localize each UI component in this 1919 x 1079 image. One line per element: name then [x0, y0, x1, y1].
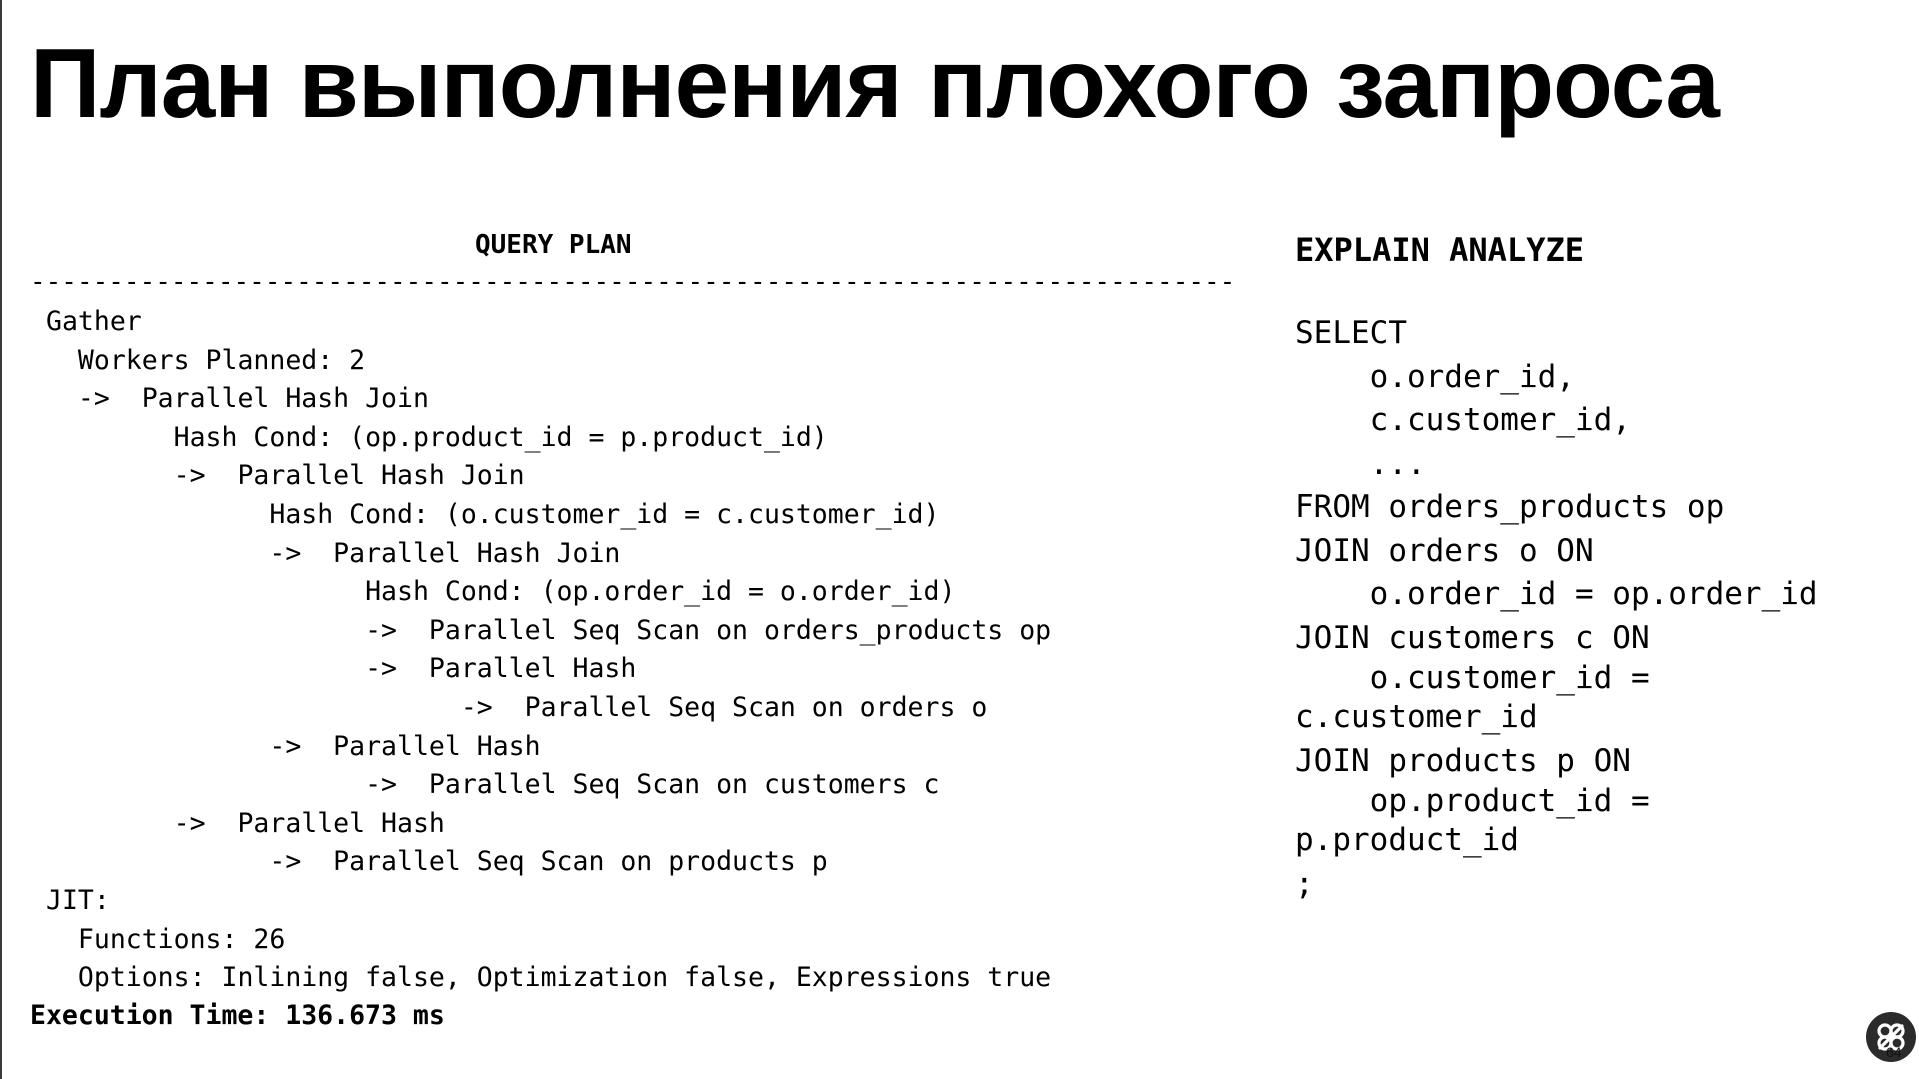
sql-line-join-customers-cond-1: o.customer_id = — [1295, 660, 1650, 696]
slide-left-edge — [0, 0, 2, 1079]
plan-line-hash-join-1: -> Parallel Hash Join — [46, 383, 429, 415]
sql-line-join-customers-cond-2: c.customer_id — [1295, 699, 1538, 735]
sql-line-from: FROM orders_products op — [1295, 489, 1725, 525]
sql-line-join-orders-cond: o.order_id = op.order_id — [1295, 576, 1818, 612]
sql-line-select: SELECT — [1295, 315, 1407, 351]
sql-line-join-products: JOIN products p ON — [1295, 742, 1631, 779]
sql-line-join-products-cond-2: p.product_id — [1295, 822, 1519, 858]
plan-line-hash-cond-1: Hash Cond: (op.product_id = p.product_id… — [46, 421, 828, 453]
page-number: 64 — [1886, 1044, 1902, 1060]
explain-analyze-title: EXPLAIN ANALYZE — [1295, 231, 1584, 269]
plan-line-seq-scan-orders: -> Parallel Seq Scan on orders o — [46, 691, 988, 723]
plan-line-seq-scan-products: -> Parallel Seq Scan on products p — [46, 846, 828, 878]
plan-line-seq-scan-customers: -> Parallel Seq Scan on customers c — [46, 769, 940, 801]
plan-line-hash-join-3: -> Parallel Hash Join — [46, 537, 621, 569]
query-plan-output: Gather Workers Planned: 2 -> Parallel Ha… — [46, 303, 1051, 998]
plan-line-hash-cond-2: Hash Cond: (o.customer_id = c.customer_i… — [46, 498, 940, 530]
plan-line-hash-cond-3: Hash Cond: (op.order_id = o.order_id) — [46, 576, 956, 608]
slide-title: План выполнения плохого запроса — [30, 28, 1720, 138]
plan-line-parallel-hash-1: -> Parallel Hash — [46, 653, 637, 685]
plan-line-parallel-hash-3: -> Parallel Hash — [46, 807, 445, 839]
sql-line-terminator: ; — [1295, 865, 1314, 902]
plan-line-parallel-hash-2: -> Parallel Hash — [46, 730, 541, 762]
execution-time: Execution Time: 136.673 ms — [30, 1000, 445, 1031]
plan-line-workers-planned: Workers Planned: 2 — [46, 344, 366, 376]
plan-line-hash-join-2: -> Parallel Hash Join — [46, 460, 525, 492]
sql-query: SELECT o.order_id, c.customer_id, ... FR… — [1295, 312, 1818, 906]
sql-line-join-orders: JOIN orders o ON — [1295, 532, 1594, 569]
sql-line-order-id: o.order_id, — [1295, 358, 1575, 395]
sql-line-join-customers: JOIN customers c ON — [1295, 619, 1650, 656]
query-plan-header: QUERY PLAN — [475, 230, 632, 260]
conference-logo-icon — [1866, 1012, 1916, 1062]
sql-line-ellipsis: ... — [1295, 445, 1426, 482]
query-plan-divider: ----------------------------------------… — [30, 267, 1238, 297]
plan-line-jit: JIT: — [46, 884, 110, 916]
plan-line-jit-functions: Functions: 26 — [46, 923, 286, 955]
sql-line-join-products-cond-1: op.product_id = — [1295, 783, 1650, 819]
plan-line-jit-options: Options: Inlining false, Optimization fa… — [46, 962, 1052, 994]
plan-line-seq-scan-orders-products: -> Parallel Seq Scan on orders_products … — [46, 614, 1052, 646]
plan-line-gather: Gather — [46, 306, 142, 337]
sql-line-customer-id: c.customer_id, — [1295, 402, 1631, 438]
